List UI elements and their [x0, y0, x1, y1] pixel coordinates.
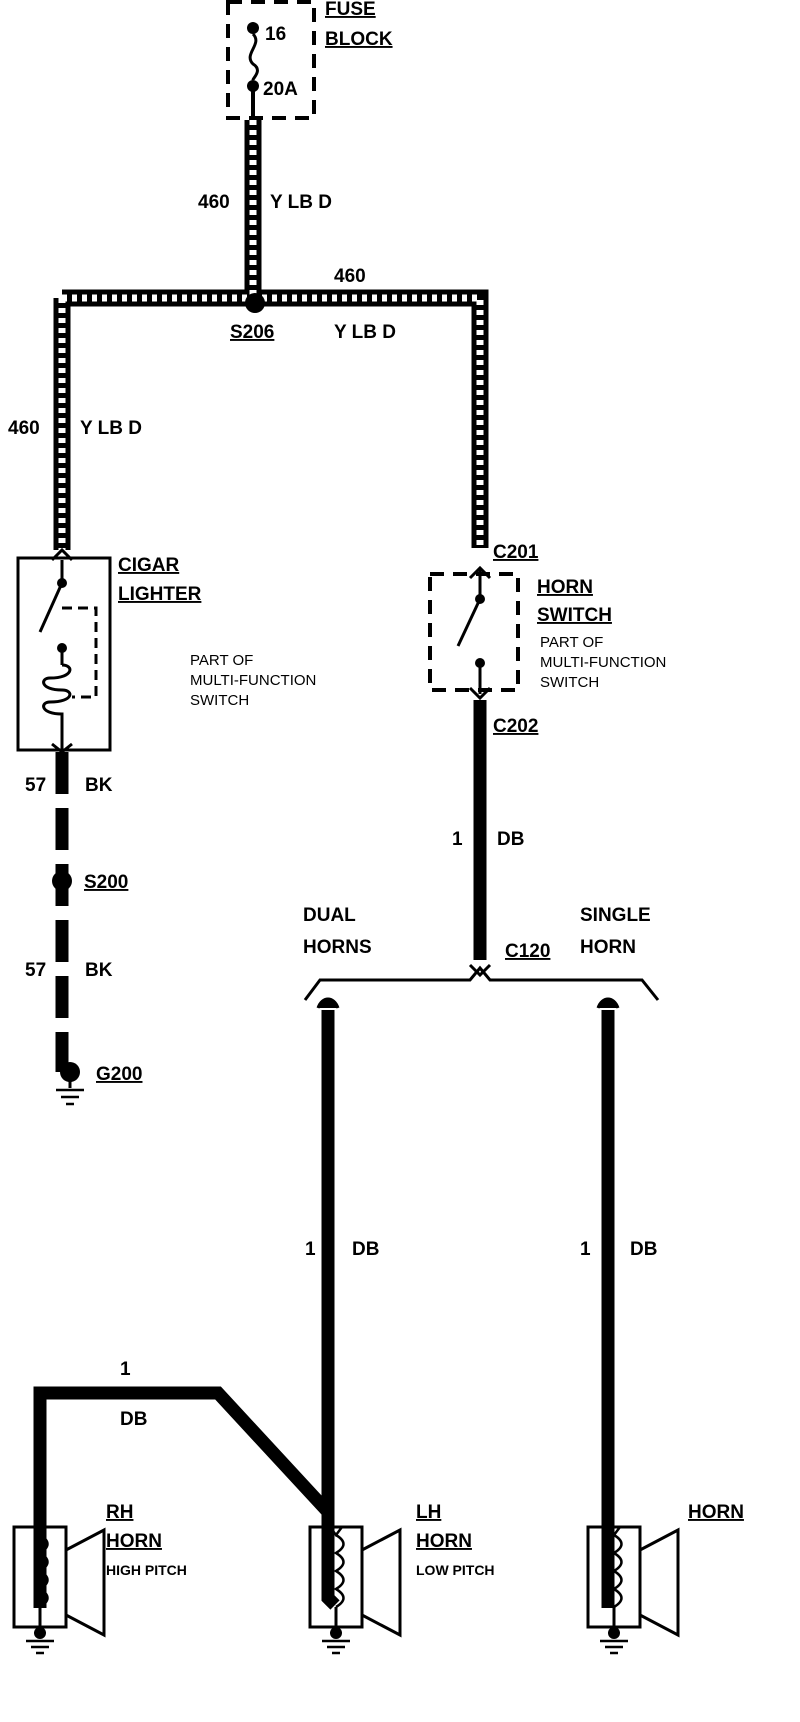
- wire-1-rh: [33, 1386, 333, 1608]
- rh-horn-label-1: RH: [106, 1502, 133, 1523]
- splice-s200-dot: [52, 871, 72, 891]
- wire-1-single-circuit: 1: [580, 1239, 591, 1260]
- horn-switch-note-1: PART OF: [540, 634, 603, 651]
- connector-c120-bracket: [303, 963, 660, 1001]
- wire-1-switch-circuit: 1: [452, 829, 463, 850]
- splice-s200-label: S200: [84, 872, 128, 893]
- wire-1-rh-color: DB: [120, 1409, 147, 1430]
- wire-57-upper-circuit: 57: [25, 775, 46, 796]
- option-single-line-1: SINGLE: [580, 905, 651, 926]
- wire-460-left-circuit: 460: [8, 418, 40, 439]
- part-of-left-line-2: MULTI-FUNCTION: [190, 672, 316, 689]
- wire-460-fuse-circuit: 460: [198, 192, 230, 213]
- wire-460-right-color: Y LB D: [334, 322, 396, 343]
- wire-460: [53, 120, 489, 550]
- option-dual-line-1: DUAL: [303, 905, 356, 926]
- option-single-line-2: HORN: [580, 937, 636, 958]
- fuse-block: [226, 0, 316, 120]
- rh-horn-pitch: HIGH PITCH: [106, 1562, 187, 1578]
- wire-57-lower-color: BK: [85, 960, 113, 981]
- horn-switch-label-1: HORN: [537, 577, 593, 598]
- part-of-left-line-1: PART OF: [190, 652, 253, 669]
- horn-switch-label-2: SWITCH: [537, 605, 612, 626]
- connector-c202-label: C202: [493, 716, 538, 737]
- rh-horn: [12, 1525, 106, 1655]
- ground-g200-label: G200: [96, 1064, 142, 1085]
- splice-s206-dot: [245, 293, 265, 313]
- wire-460-fuse-color: Y LB D: [270, 192, 332, 213]
- fuse-number: 16: [265, 24, 286, 45]
- wire-1-dual: [316, 997, 340, 1610]
- lh-horn-label-1: LH: [416, 1502, 441, 1523]
- wire-1-rh-circuit: 1: [120, 1359, 131, 1380]
- rh-horn-label-2: HORN: [106, 1531, 162, 1552]
- ground-g200: [56, 1062, 84, 1106]
- wire-460-left-color: Y LB D: [80, 418, 142, 439]
- splice-s206-label: S206: [230, 322, 274, 343]
- wire-1-switch-color: DB: [497, 829, 524, 850]
- cigar-lighter-label-1: CIGAR: [118, 555, 180, 576]
- horn-switch-note-2: MULTI-FUNCTION: [540, 654, 666, 671]
- single-horn-label: HORN: [688, 1502, 744, 1523]
- wire-1-lh-circuit: 1: [305, 1239, 316, 1260]
- wire-460-right-circuit: 460: [334, 266, 366, 287]
- fuse-block-label-1: FUSE: [325, 0, 376, 20]
- lh-horn-pitch: LOW PITCH: [416, 1562, 495, 1578]
- wire-1-single: [596, 997, 620, 1608]
- cigar-lighter-label-2: LIGHTER: [118, 584, 202, 605]
- part-of-left-line-3: SWITCH: [190, 692, 249, 709]
- fuse-block-label-2: BLOCK: [325, 29, 393, 50]
- option-dual-line-2: HORNS: [303, 937, 372, 958]
- connector-c120-label: C120: [505, 941, 550, 962]
- horn-switch: [428, 565, 520, 701]
- lh-horn-label-2: HORN: [416, 1531, 472, 1552]
- wire-1-lh-color: DB: [352, 1239, 379, 1260]
- wire-57-lower-circuit: 57: [25, 960, 46, 981]
- cigar-lighter: [16, 547, 112, 754]
- wire-1-single-color: DB: [630, 1239, 657, 1260]
- horn-switch-note-3: SWITCH: [540, 674, 599, 691]
- connector-c201-label: C201: [493, 542, 539, 563]
- wire-57-upper-color: BK: [85, 775, 113, 796]
- fuse-rating: 20A: [263, 79, 298, 100]
